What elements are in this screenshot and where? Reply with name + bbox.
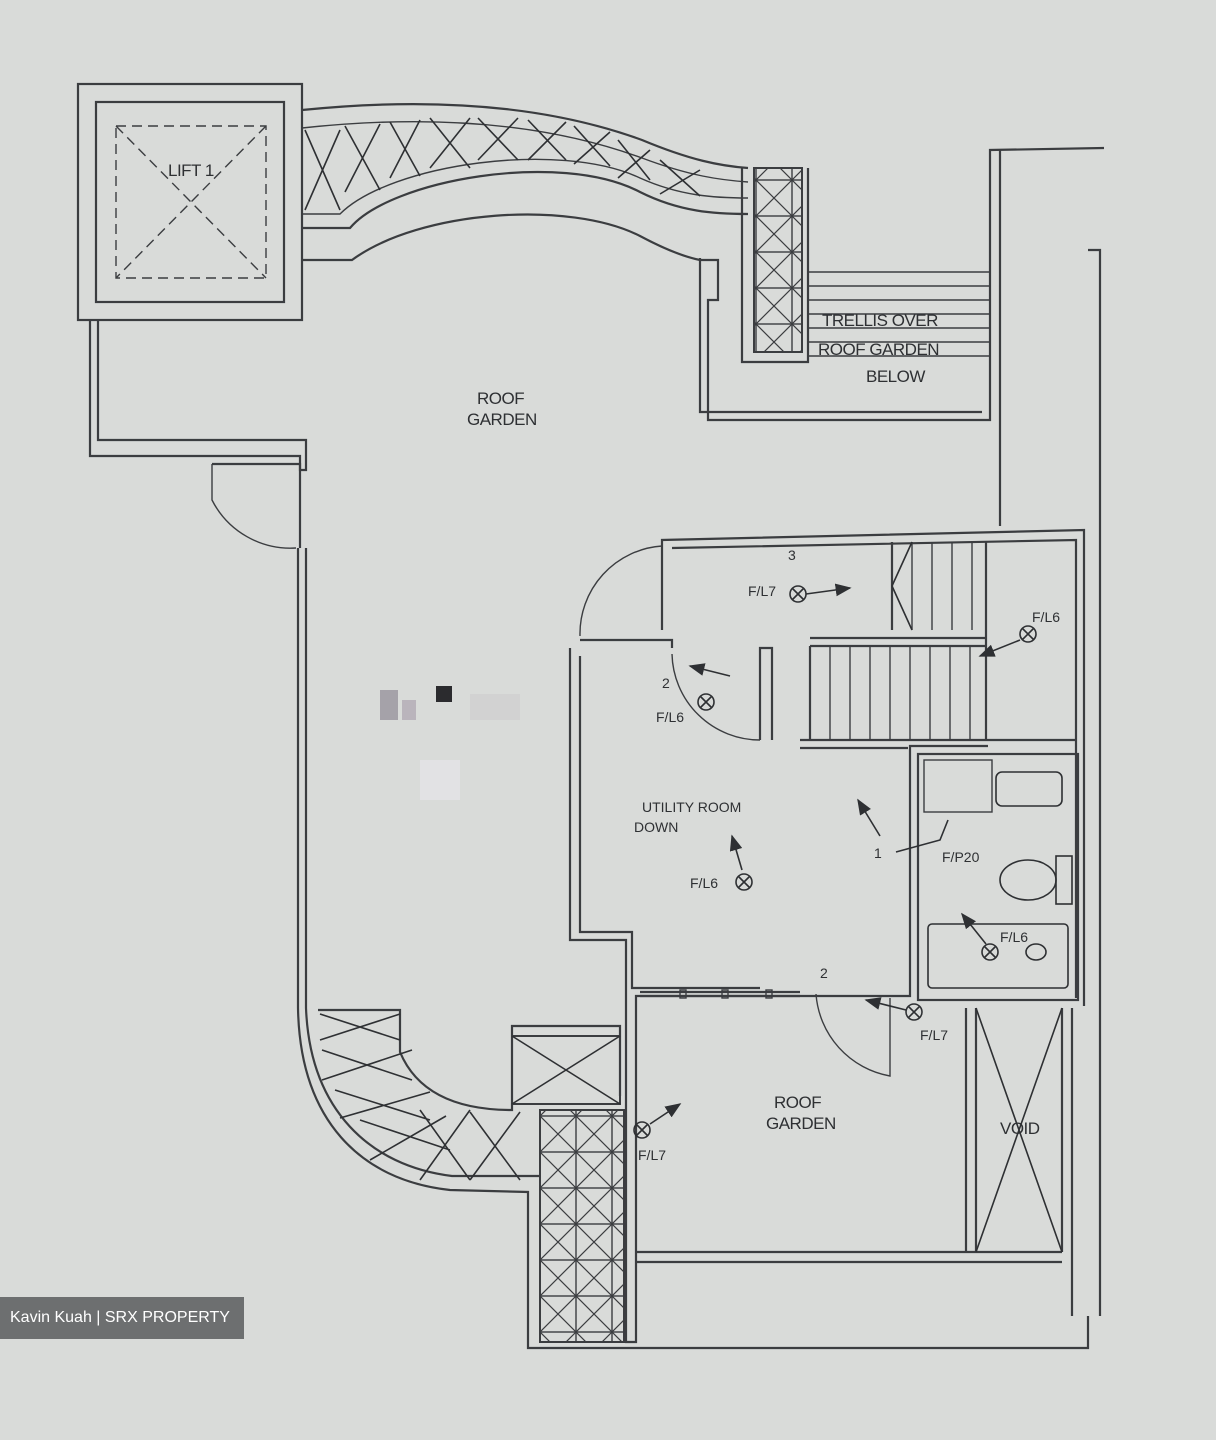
roof-garden-bottom-label-2: GARDEN <box>766 1114 836 1133</box>
fixture-fl6-bath: F/L6 <box>961 912 1028 961</box>
roof-garden-top-label-1: ROOF <box>477 389 524 408</box>
fixture-fl6-stair: F/L6 <box>978 609 1060 657</box>
lift-label: LIFT 1 <box>168 161 214 180</box>
upper-walls <box>88 103 1105 1316</box>
fl6-door-label: F/L6 <box>656 709 684 725</box>
lift-shaft: LIFT 1 <box>76 82 304 322</box>
fp20-label: F/P20 <box>942 849 980 865</box>
fl7-right-label: F/L7 <box>920 1027 948 1043</box>
fl7-bottom-label: F/L7 <box>638 1147 666 1163</box>
fl6-room-label: F/L6 <box>690 875 718 891</box>
switch-1-label: 1 <box>874 845 882 861</box>
pixelated-watermark <box>380 680 530 800</box>
trellis-column <box>740 167 810 364</box>
fixture-fl7-right: F/L7 2 <box>820 965 948 1043</box>
roof-garden-top-label-2: GARDEN <box>467 410 537 429</box>
trellis-bottom <box>318 1008 625 1343</box>
fl7-top-label: F/L7 <box>748 583 776 599</box>
fixture-fp20: F/P20 1 <box>857 798 980 865</box>
room-label-2: DOWN <box>634 819 678 835</box>
credit-watermark: Kavin Kuah | SRX PROPERTY <box>0 1297 244 1339</box>
switch-2b-label: 2 <box>820 965 828 981</box>
fl6-stair-label: F/L6 <box>1032 609 1060 625</box>
trellis-label-1: TRELLIS OVER <box>822 311 938 330</box>
switch-2a-label: 2 <box>662 675 670 691</box>
trellis-arch <box>301 117 749 215</box>
trellis-label-3: BELOW <box>866 367 925 386</box>
fixture-fl7-bottom: F/L7 <box>633 1103 682 1163</box>
fixture-fl6-door: F/L6 2 <box>656 663 731 725</box>
fixture-fl6-room: F/L6 <box>690 834 753 891</box>
room-label-1: UTILITY ROOM <box>642 799 741 815</box>
switch-3-label: 3 <box>788 547 796 563</box>
trellis-label-2: ROOF GARDEN <box>818 340 939 359</box>
central-block <box>568 528 1086 1344</box>
fixture-fl7-top: F/L7 3 <box>748 547 852 603</box>
roof-garden-bottom-label-1: ROOF <box>774 1093 821 1112</box>
void-label: VOID <box>1000 1119 1040 1138</box>
fl6-bath-label: F/L6 <box>1000 929 1028 945</box>
left-wall-door <box>211 462 1090 1350</box>
